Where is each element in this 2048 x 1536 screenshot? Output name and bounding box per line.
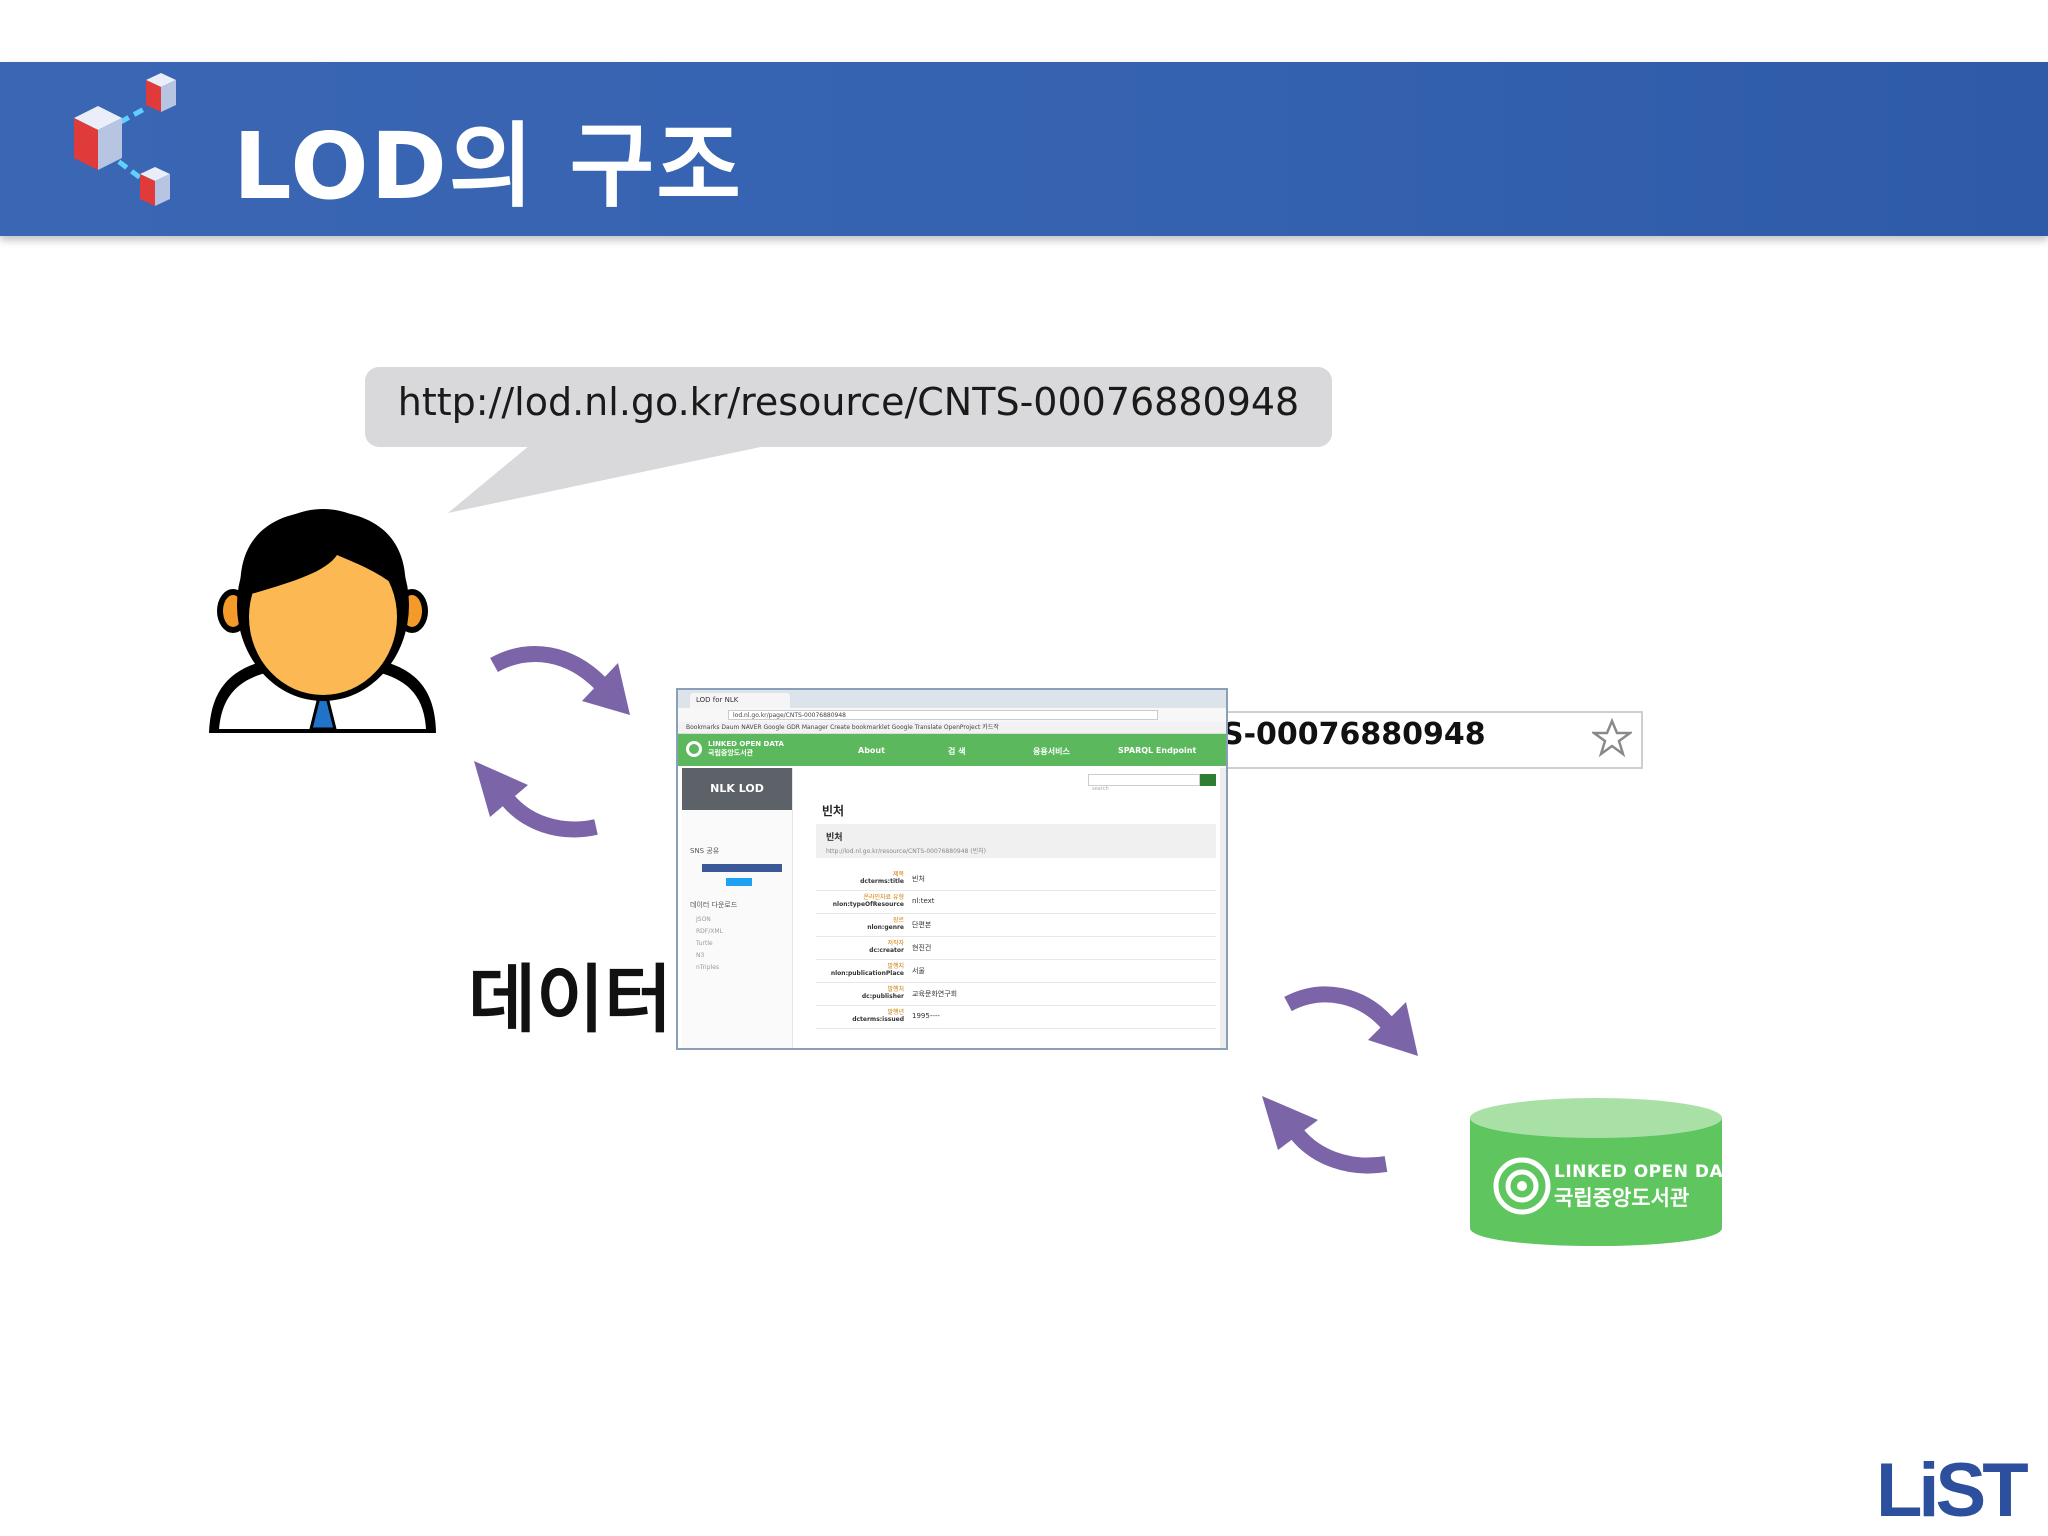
site-nav: LINKED OPEN DATA 국립중앙도서관 About 검 색 응용서비스… [678, 734, 1226, 766]
browser-tab[interactable]: LOD for NLK [690, 693, 790, 708]
row-value: 단편본 [912, 921, 932, 929]
row-prop: nlon:typeOfResource [832, 901, 904, 908]
uri-text: http://lod.nl.go.kr/resource/CNTS-000768… [397, 380, 1300, 424]
site-logo-line2: 국립중앙도서관 [708, 749, 754, 757]
search-placeholder: search [1092, 786, 1109, 792]
list-logo: LiST [1876, 1452, 2032, 1524]
nav-services[interactable]: 응용서비스 [1033, 747, 1070, 756]
url-field-text: S-00076880948 [1222, 717, 1486, 752]
sidebar-title: NLK LOD [682, 768, 792, 810]
user-avatar-icon [209, 509, 436, 733]
database-label-ko: 국립중앙도서관 [1554, 1186, 1690, 1210]
browser-window: LOD for NLK lod.nl.go.kr/page/CNTS-00076… [676, 688, 1228, 1050]
row-value: nl:text [912, 897, 935, 905]
format-turtle[interactable]: Turtle [696, 940, 713, 947]
row-value: 1995---- [912, 1012, 940, 1020]
row-label: 온라인자료 유형 [863, 894, 904, 901]
resource-title: 빈처 [822, 804, 845, 818]
address-bar: lod.nl.go.kr/page/CNTS-00076880948 [678, 708, 1226, 723]
format-ntriples[interactable]: nTriples [696, 964, 720, 971]
site-logo-line1: LINKED OPEN DATA [708, 740, 784, 748]
format-json[interactable]: JSON [696, 916, 711, 923]
row-label: 장르 [892, 917, 904, 924]
star-icon[interactable] [1592, 718, 1632, 758]
resource-box [816, 824, 1216, 858]
network-cubes-icon [74, 73, 176, 206]
row-prop: nlon:publicationPlace [830, 970, 904, 977]
row-label: 제목 [892, 871, 904, 878]
row-value: 서울 [912, 967, 925, 975]
row-value: 교육문화연구회 [912, 990, 958, 998]
row-value: 현진건 [912, 944, 932, 952]
row-prop: dc:publisher [861, 993, 904, 1000]
format-n3[interactable]: N3 [696, 952, 705, 959]
resource-uri[interactable]: http://lod.nl.go.kr/resource/CNTS-000768… [826, 848, 986, 855]
row-label: 저작자 [887, 940, 904, 947]
data-label: 데이터 [468, 957, 673, 1043]
row-prop: dcterms:issued [852, 1016, 904, 1023]
search-input[interactable]: search [1088, 774, 1200, 792]
speech-bubble-tail [448, 445, 770, 513]
row-prop: dc:creator [869, 947, 904, 954]
sns-share-label: SNS 공유 [690, 847, 720, 855]
query-result-arrows [1262, 986, 1418, 1174]
content-area: search 빈처 빈처 http://lod.nl.go.kr/resourc… [798, 768, 1226, 1048]
list-logo-text: LiST [1876, 1452, 2028, 1524]
row-label: 발행지 [887, 963, 904, 970]
row-prop: nlon:genre [867, 924, 904, 931]
nav-sparql[interactable]: SPARQL Endpoint [1118, 746, 1197, 755]
sidebar: NLK LOD SNS 공유 데이터 다운로드 JSON RDF/XML Tur… [682, 768, 793, 1048]
database-label-en: LINKED OPEN DATA [1554, 1162, 1747, 1182]
row-prop: dcterms:title [860, 878, 904, 885]
page-title: LOD의 구조 [233, 113, 743, 220]
row-value: 빈처 [912, 875, 925, 883]
database-icon [1470, 1098, 1722, 1246]
scrollbar[interactable] [1220, 768, 1226, 1048]
address-input[interactable]: lod.nl.go.kr/page/CNTS-00076880948 [728, 710, 1158, 720]
nav-search[interactable]: 검 색 [948, 747, 966, 756]
bookmarks-bar[interactable]: Bookmarks Daum NAVER Google GDR Manager … [678, 722, 1226, 734]
request-response-arrows [474, 646, 630, 838]
format-rdfxml[interactable]: RDF/XML [696, 928, 723, 935]
speech-bubble [365, 367, 1332, 447]
tab-bar: LOD for NLK [678, 690, 1226, 708]
search-icon[interactable] [1200, 774, 1216, 786]
resource-box-title: 빈처 [826, 833, 843, 843]
site-logo[interactable]: LINKED OPEN DATA 국립중앙도서관 [684, 740, 784, 760]
row-label: 발행년 [887, 1009, 904, 1016]
facebook-share-button[interactable] [702, 864, 782, 872]
twitter-share-button[interactable] [726, 878, 752, 886]
nav-about[interactable]: About [858, 746, 885, 755]
row-label: 발행처 [887, 986, 904, 993]
url-field[interactable] [1222, 711, 1643, 769]
download-label: 데이터 다운로드 [690, 901, 738, 909]
title-bar [0, 62, 2048, 236]
